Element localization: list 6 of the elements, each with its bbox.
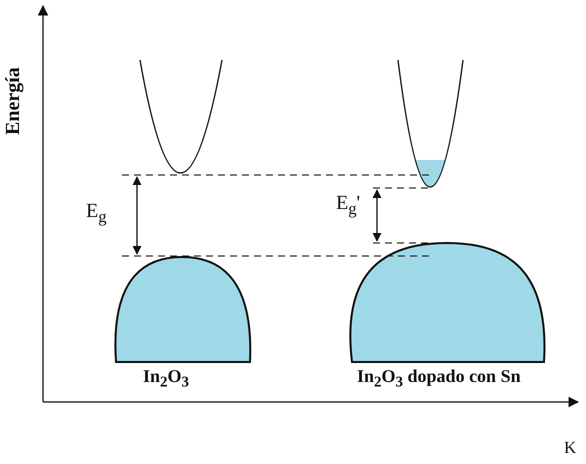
axis-title: Energía bbox=[2, 67, 25, 135]
axis-title: K bbox=[564, 438, 576, 458]
gap-label: E$_{g}$' bbox=[336, 192, 360, 219]
material-label: In$_{2}$O$_{3}$ dopado con Sn bbox=[357, 366, 521, 392]
gap-label: E$_{g}$ bbox=[86, 200, 107, 227]
material-label: In$_{2}$O$_{3}$ bbox=[143, 366, 190, 392]
